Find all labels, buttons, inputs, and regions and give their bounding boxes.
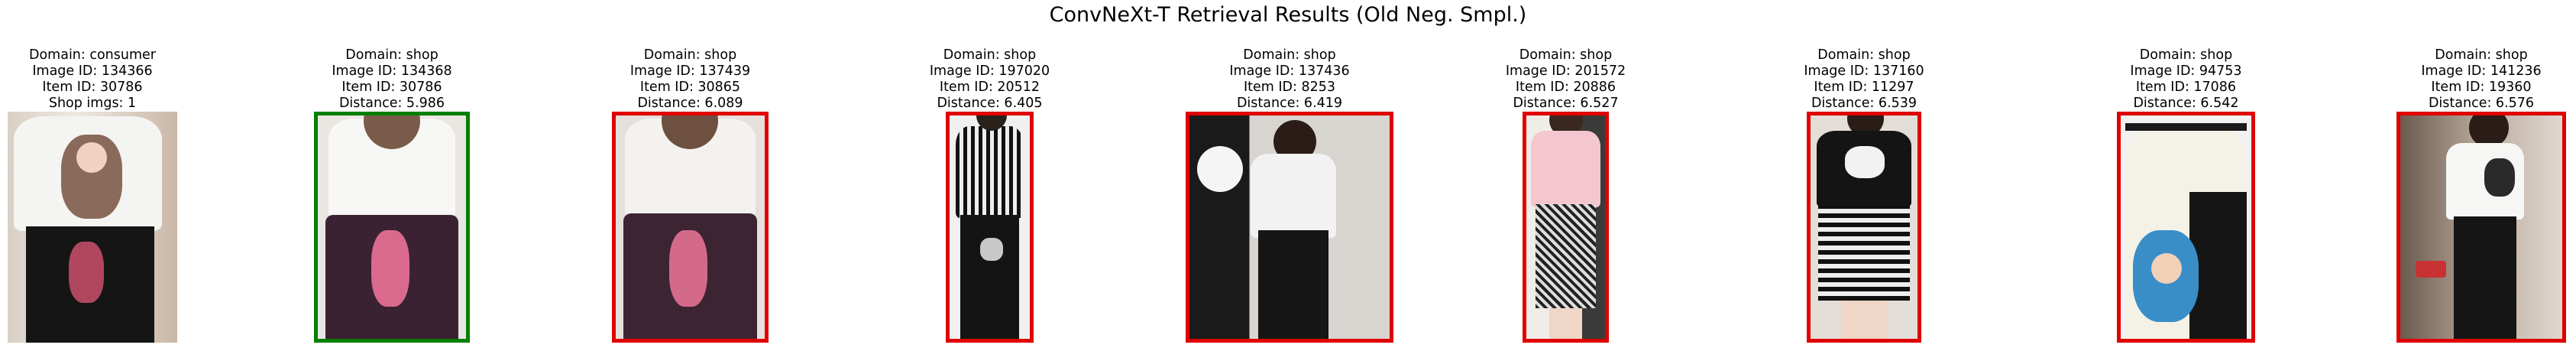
result-image-nomatch (1523, 112, 1609, 343)
result-panel: Domain: shop Image ID: 201572 Item ID: 2… (1506, 0, 1626, 348)
panel-caption: Domain: shop Image ID: 94753 Item ID: 17… (2071, 47, 2301, 112)
caption-item-id: Item ID: 20512 (939, 80, 1040, 95)
result-image-nomatch (1186, 112, 1393, 343)
result-panel: Domain: shop Image ID: 141236 Item ID: 1… (2396, 0, 2566, 348)
caption-distance: Distance: 6.419 (1236, 96, 1343, 111)
caption-image-id: Image ID: 134368 (332, 63, 452, 79)
caption-image-id: Image ID: 94753 (2130, 63, 2242, 79)
panel-caption: Domain: shop Image ID: 197020 Item ID: 2… (900, 47, 1079, 112)
caption-distance: Distance: 6.527 (1513, 96, 1619, 111)
result-image-nomatch (1807, 112, 1921, 343)
caption-domain: Domain: shop (1817, 47, 1911, 63)
caption-distance: Distance: 6.405 (937, 96, 1043, 111)
query-panel: Domain: consumer Image ID: 134366 Item I… (8, 0, 177, 348)
result-panel: Domain: shop Image ID: 137160 Item ID: 1… (1804, 0, 1924, 348)
caption-shop-imgs: Shop imgs: 1 (48, 96, 137, 111)
caption-distance: Distance: 6.576 (2428, 96, 2535, 111)
caption-image-id: Image ID: 137439 (629, 63, 751, 79)
caption-image-id: Image ID: 134366 (32, 63, 153, 79)
panel-caption: Domain: shop Image ID: 134368 Item ID: 3… (268, 47, 516, 112)
caption-distance: Distance: 6.539 (1811, 96, 1917, 111)
result-panel: Domain: shop Image ID: 134368 Item ID: 3… (314, 0, 470, 348)
result-panel: Domain: shop Image ID: 197020 Item ID: 2… (930, 0, 1050, 348)
caption-item-id: Item ID: 17086 (2135, 80, 2237, 95)
caption-image-id: Image ID: 137160 (1804, 63, 1924, 79)
caption-item-id: Item ID: 8253 (1243, 80, 1336, 95)
caption-domain: Domain: shop (643, 47, 737, 63)
result-image-match (314, 112, 470, 343)
panel-caption: Domain: shop Image ID: 201572 Item ID: 2… (1477, 47, 1655, 112)
result-panel: Domain: shop Image ID: 137436 Item ID: 8… (1186, 0, 1393, 348)
caption-distance: Distance: 6.542 (2133, 96, 2239, 111)
caption-item-id: Item ID: 20886 (1515, 80, 1616, 95)
caption-domain: Domain: shop (1243, 47, 1336, 63)
panel-caption: Domain: shop Image ID: 137439 Item ID: 3… (566, 47, 814, 112)
panel-caption: Domain: shop Image ID: 137436 Item ID: 8… (1140, 47, 1439, 112)
caption-item-id: Item ID: 30786 (42, 80, 143, 95)
result-image-nomatch (2396, 112, 2566, 343)
result-image-nomatch (2117, 112, 2255, 343)
query-image (8, 112, 177, 343)
panel-caption: Domain: shop Image ID: 141236 Item ID: 1… (2351, 47, 2576, 112)
caption-domain: Domain: shop (2139, 47, 2233, 63)
caption-item-id: Item ID: 30786 (341, 80, 442, 95)
caption-image-id: Image ID: 201572 (1505, 63, 1626, 79)
caption-domain: Domain: shop (2435, 47, 2528, 63)
figure-title: ConvNeXt-T Retrieval Results (Old Neg. S… (1049, 3, 1527, 27)
caption-image-id: Image ID: 137436 (1229, 63, 1350, 79)
caption-domain: Domain: consumer (28, 47, 156, 63)
panel-caption: Domain: shop Image ID: 137160 Item ID: 1… (1761, 47, 1967, 112)
caption-domain: Domain: shop (345, 47, 439, 63)
caption-domain: Domain: shop (943, 47, 1037, 63)
caption-distance: Distance: 6.089 (637, 96, 743, 111)
caption-domain: Domain: shop (1519, 47, 1613, 63)
caption-image-id: Image ID: 141236 (2421, 63, 2542, 79)
result-image-nomatch (612, 112, 769, 343)
result-panel: Domain: shop Image ID: 137439 Item ID: 3… (612, 0, 769, 348)
caption-distance: Distance: 5.986 (338, 96, 445, 111)
result-image-nomatch (946, 112, 1034, 343)
caption-image-id: Image ID: 197020 (929, 63, 1050, 79)
caption-item-id: Item ID: 11297 (1814, 80, 1914, 95)
caption-item-id: Item ID: 19360 (2431, 80, 2532, 95)
caption-item-id: Item ID: 30865 (639, 80, 741, 95)
result-panel: Domain: shop Image ID: 94753 Item ID: 17… (2117, 0, 2255, 348)
panel-caption: Domain: consumer Image ID: 134366 Item I… (0, 47, 223, 112)
